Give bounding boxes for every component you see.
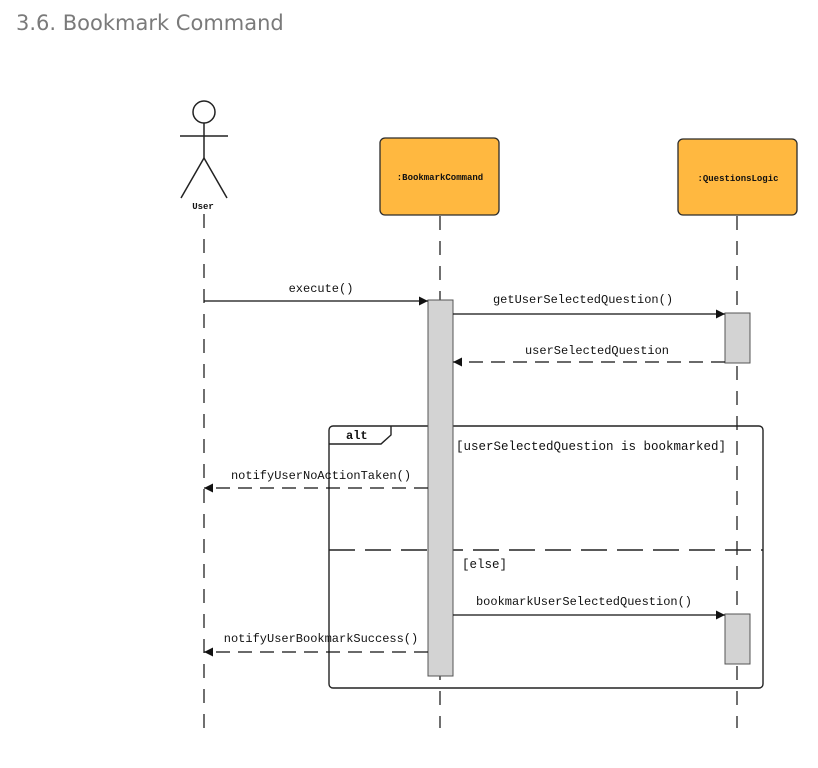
message-label-execute: execute() xyxy=(289,282,354,296)
stick-figure-icon xyxy=(180,100,228,199)
page-heading: 3.6. Bookmark Command xyxy=(16,11,284,35)
alt-fragment-tab xyxy=(329,426,392,445)
activation-bookmark-command xyxy=(427,299,454,677)
alt-guard-2: [else] xyxy=(462,558,507,572)
alt-fragment-frame xyxy=(328,425,764,689)
participant-bookmark-command-label: :BookmarkCommand xyxy=(397,173,483,183)
message-label-notify-bookmark-success: notifyUserBookmarkSuccess() xyxy=(224,632,418,646)
message-label-get-user-selected-question: getUserSelectedQuestion() xyxy=(493,293,673,307)
alt-operator-label: alt xyxy=(346,429,368,443)
alt-guard-1: [userSelectedQuestion is bookmarked] xyxy=(456,440,726,454)
message-label-notify-no-action: notifyUserNoActionTaken() xyxy=(231,469,411,483)
message-label-user-selected-question: userSelectedQuestion xyxy=(525,344,669,358)
activation-questions-logic-1 xyxy=(724,312,751,364)
actor-user: User xyxy=(180,100,228,212)
actor-user-label: User xyxy=(192,202,214,212)
participant-bookmark-command: :BookmarkCommand xyxy=(379,137,500,216)
message-label-bookmark-question: bookmarkUserSelectedQuestion() xyxy=(476,595,692,609)
activation-questions-logic-2 xyxy=(724,613,751,665)
participant-questions-logic-label: :QuestionsLogic xyxy=(697,174,778,184)
participant-questions-logic: :QuestionsLogic xyxy=(677,138,798,216)
alt-fragment: alt [userSelectedQuestion is bookmarked]… xyxy=(328,425,764,689)
